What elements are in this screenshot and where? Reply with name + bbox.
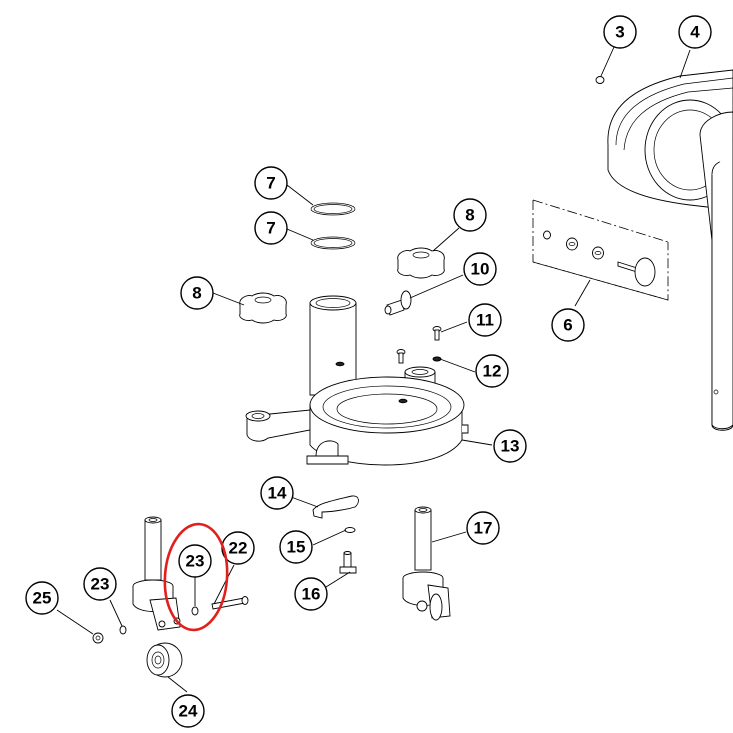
part-bracket	[312, 495, 359, 519]
part-o-ring-lower	[310, 236, 356, 250]
callout-3: 3	[603, 15, 637, 49]
callout-label: 12	[483, 362, 502, 381]
part-washer-15	[344, 527, 356, 533]
callout-label: 8	[465, 206, 474, 225]
part-star-knob-right	[397, 247, 445, 279]
callout-7-upper: 7	[254, 166, 288, 200]
part-caster-left	[132, 516, 181, 631]
callout-8-right: 8	[453, 198, 487, 232]
part-knob-kit	[532, 199, 669, 301]
callout-label: 4	[690, 23, 700, 42]
callout-14: 14	[260, 476, 294, 510]
part-wheel-24	[146, 642, 183, 678]
part-screw-11	[432, 326, 442, 341]
callout-13: 13	[493, 429, 527, 463]
callout-label: 23	[91, 575, 110, 594]
part-star-knob-left	[239, 292, 287, 324]
callout-label: 22	[229, 539, 248, 558]
callout-label: 16	[302, 585, 321, 604]
callout-label: 11	[476, 311, 494, 330]
callout-7-lower: 7	[254, 211, 288, 245]
callout-4: 4	[678, 15, 712, 49]
callout-label: 24	[179, 702, 198, 721]
callout-label: 6	[563, 316, 572, 335]
part-bolt-16	[339, 551, 357, 574]
callout-12: 12	[475, 354, 509, 388]
callout-8-left: 8	[180, 276, 214, 310]
callout-label: 25	[33, 589, 52, 608]
callout-label: 3	[615, 23, 624, 42]
callout-label: 7	[266, 174, 275, 193]
part-o-ring-upper	[310, 202, 356, 216]
callout-label: 8	[192, 284, 201, 303]
callout-17: 17	[466, 511, 500, 545]
callout-label: 15	[287, 538, 306, 557]
leader-lines	[56, 46, 691, 693]
callout-23: 23	[83, 567, 117, 601]
callout-10: 10	[463, 252, 497, 286]
callout-label: 10	[471, 260, 490, 279]
callout-label: 14	[268, 484, 287, 503]
callout-11: 11	[468, 303, 502, 337]
callout-label: 7	[266, 219, 275, 238]
part-base-casting	[245, 295, 469, 466]
part-plunger-pin	[384, 290, 412, 316]
part-screw-center	[396, 349, 406, 364]
highlight-ellipse	[163, 522, 229, 632]
callout-22: 22	[221, 531, 255, 565]
part-caster-right	[402, 506, 451, 621]
callout-label: 23	[186, 552, 205, 571]
callout-25: 25	[25, 581, 59, 615]
callout-24: 24	[171, 694, 205, 728]
part-axle-bolt-22	[211, 596, 249, 610]
callout-label: 17	[474, 519, 493, 538]
part-housing	[607, 69, 733, 431]
part-washer-3	[595, 76, 605, 84]
callout-23-highlighted: 23	[178, 544, 212, 578]
part-washer-23-highlighted	[191, 606, 199, 616]
callout-15: 15	[279, 530, 313, 564]
callout-16: 16	[294, 577, 328, 611]
callout-6: 6	[551, 308, 585, 342]
callout-label: 13	[501, 437, 520, 456]
part-washer-12	[432, 356, 442, 362]
part-washer-23	[119, 625, 127, 635]
part-nut-25	[92, 632, 104, 644]
